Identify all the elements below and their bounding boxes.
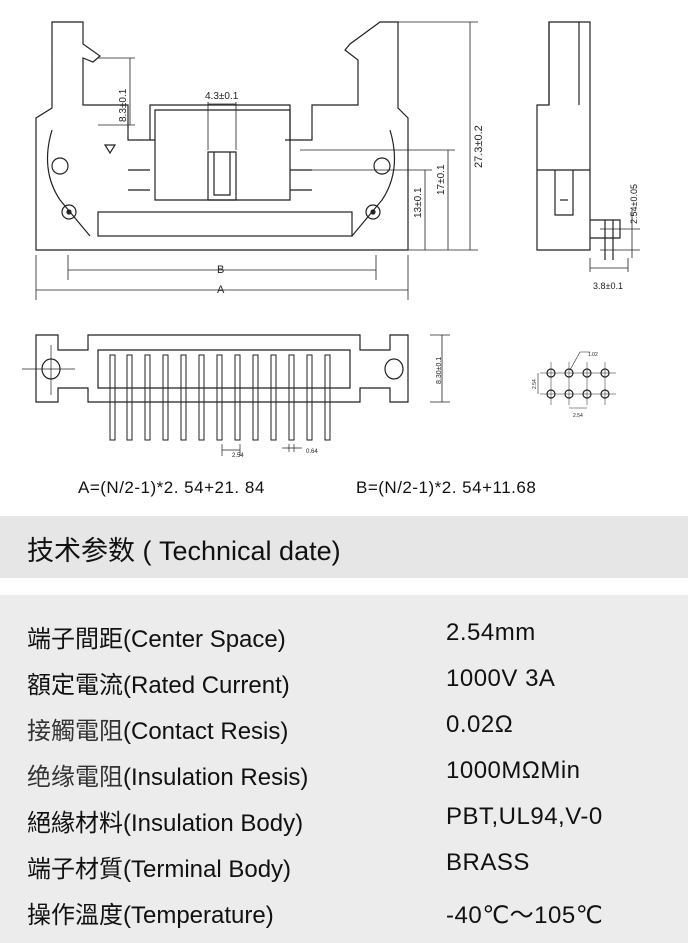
spec-label-en: (Contact Resis): [123, 718, 289, 745]
dim-pcb-h: 2.54: [573, 413, 583, 419]
spec-value: 1000MΩMin: [446, 757, 581, 784]
pcb-hole-layout: [537, 351, 616, 409]
spec-value: 2.54mm: [446, 619, 536, 646]
top-view-dimensions: [221, 444, 302, 456]
dim-2-54-side: 2.54±0.05: [629, 184, 639, 224]
technical-drawing: 8.3±0.1 4.3±0.1 27.3±0.2 17±0.1 13±0.1 2…: [22, 21, 640, 497]
spec-value: BRASS: [446, 849, 530, 876]
side-dimensions: [589, 210, 640, 272]
spec-label-zh: 絕緣材料: [27, 810, 123, 837]
formula-b: B=(N/2-1)*2. 54+11.68: [356, 478, 537, 497]
dim-1-02: 1.02: [588, 352, 598, 358]
dim-8-3: 8.3±0.1: [118, 88, 129, 122]
spec-row: 接觸電阻(Contact Resis) 0.02Ω: [0, 703, 688, 749]
spec-label-zh: 接觸電阻: [27, 717, 123, 745]
spec-label-zh: 端子間距: [27, 626, 123, 653]
spec-row: 額定電流(Rated Current) 1000V 3A: [0, 657, 688, 703]
spec-value: 0.02Ω: [446, 711, 514, 738]
dim-13: 13±0.1: [413, 187, 424, 218]
spec-label: 接觸電阻(Contact Resis): [27, 711, 288, 746]
spec-label-zh: 端子材質: [27, 856, 123, 883]
dim-2-54-bottom: 2.54: [232, 453, 244, 459]
spec-label-zh: 绝缘電阻: [27, 763, 123, 791]
dim-0-64: 0.64: [306, 449, 318, 455]
front-view: [35, 21, 409, 251]
side-view: [536, 21, 621, 260]
dim-4-3: 4.3±0.1: [205, 91, 239, 102]
formula-a: A=(N/2-1)*2. 54+21. 84: [78, 478, 265, 497]
dim-label-a: A: [217, 284, 225, 296]
spec-label-en: (Center Space): [123, 626, 286, 653]
spec-row: 絕緣材料(Insulation Body) PBT,UL94,V-0: [0, 795, 688, 841]
dim-17: 17±0.1: [436, 164, 447, 195]
spec-value: 1000V 3A: [446, 665, 556, 692]
spec-label-en: (Rated Current): [123, 672, 290, 699]
spec-label-en: (Temperature): [123, 902, 274, 929]
drawing-svg: 8.3±0.1 4.3±0.1 27.3±0.2 17±0.1 13±0.1 2…: [22, 21, 640, 459]
dim-3-8: 3.8±0.1: [593, 281, 623, 291]
spec-label: 絕緣材料(Insulation Body): [27, 803, 303, 838]
spec-label-zh: 額定電流: [27, 672, 123, 699]
dim-pcb-v: 2.54: [532, 379, 538, 389]
spec-label: 操作溫度(Temperature): [27, 895, 274, 930]
dim-27-3: 27.3±0.2: [473, 125, 485, 168]
top-view-pins: [109, 354, 331, 441]
spec-value: PBT,UL94,V-0: [446, 803, 603, 830]
front-dimensions: [35, 21, 478, 300]
spec-row: 绝缘電阻(Insulation Resis) 1000MΩMin: [0, 749, 688, 795]
dim-label-b: B: [217, 264, 224, 276]
spec-value: -40℃～105℃: [446, 902, 604, 929]
spec-label: 額定電流(Rated Current): [27, 665, 290, 700]
section-header: 技术参数 ( Technical date): [0, 516, 688, 578]
spec-table: 端子間距(Center Space) 2.54mm 額定電流(Rated Cur…: [0, 595, 688, 943]
spec-label: 端子間距(Center Space): [27, 619, 286, 654]
section-title: 技术参数 ( Technical date): [27, 536, 341, 566]
spec-label-en: (Insulation Body): [123, 810, 304, 837]
spec-label-en: (Terminal Body): [123, 856, 292, 883]
spec-row: 端子材質(Terminal Body) BRASS: [0, 841, 688, 887]
top-view: [22, 334, 450, 403]
spec-row: 端子間距(Center Space) 2.54mm: [0, 611, 688, 657]
spec-row: 操作溫度(Temperature) -40℃～105℃: [0, 887, 688, 933]
spec-label-zh: 操作溫度: [27, 902, 123, 929]
spec-label: 绝缘電阻(Insulation Resis): [27, 757, 308, 792]
dim-8-30: 8.30±0.1: [436, 357, 443, 384]
spec-label-en: (Insulation Resis): [123, 764, 309, 791]
spec-label: 端子材質(Terminal Body): [27, 849, 291, 884]
